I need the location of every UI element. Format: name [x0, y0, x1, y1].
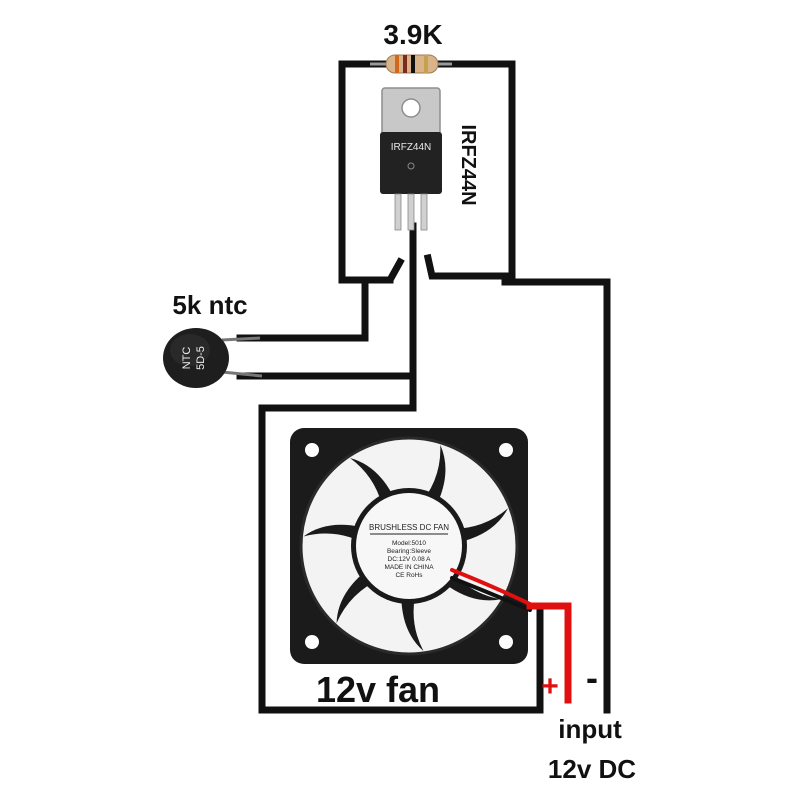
input-label-line2: 12v DC: [548, 754, 636, 784]
fan-hole-br: [499, 635, 513, 649]
fan-sticker-certs: CE RoHs: [395, 572, 423, 579]
fan: BRUSHLESS DC FAN Model:5010 Bearing:Slee…: [290, 428, 528, 664]
wire-resistor-left-loop: [338, 60, 405, 284]
ntc-label: 5k ntc: [172, 290, 247, 320]
wire-positive-input: [526, 602, 572, 704]
mosfet-marking: IRFZ44N: [391, 142, 432, 153]
fan-sticker-title: BRUSHLESS DC FAN: [369, 523, 449, 532]
mosfet-label: IRFZ44N: [457, 124, 479, 205]
fan-sticker-model: Model:5010: [392, 540, 426, 547]
fan-hole-bl: [305, 635, 319, 649]
wire-gate-to-ntc: [236, 276, 394, 342]
fan-sticker: [356, 493, 462, 599]
plus-sign: +: [541, 670, 559, 703]
wire-negative-input: [501, 278, 611, 714]
minus-sign: -: [586, 657, 598, 698]
fan-leads: [450, 568, 532, 612]
ntc-leads: [221, 336, 263, 378]
resistor-label: 3.9K: [383, 19, 442, 50]
fan-label: 12v fan: [316, 669, 440, 710]
input-label-line1: input: [558, 714, 622, 744]
wire-resistor-right-loop: [423, 60, 516, 280]
fan-hole-tl: [305, 443, 319, 457]
fan-sticker-origin: MADE IN CHINA: [384, 564, 434, 571]
mosfet: IRFZ44N: [380, 87, 442, 231]
fan-hole-tr: [499, 443, 513, 457]
wire-middle-lead: [258, 222, 544, 714]
ntc-marking-line1: NTC: [181, 347, 193, 370]
ntc-marking-line2: 5D-5: [195, 346, 207, 370]
wires: [236, 60, 611, 714]
ntc-thermistor: NTC 5D-5: [163, 328, 229, 388]
fan-sticker-bearing: Bearing:Sleeve: [387, 548, 431, 555]
resistor: [370, 54, 452, 74]
fan-sticker-rating: DC:12V 0.08 A: [388, 556, 432, 563]
